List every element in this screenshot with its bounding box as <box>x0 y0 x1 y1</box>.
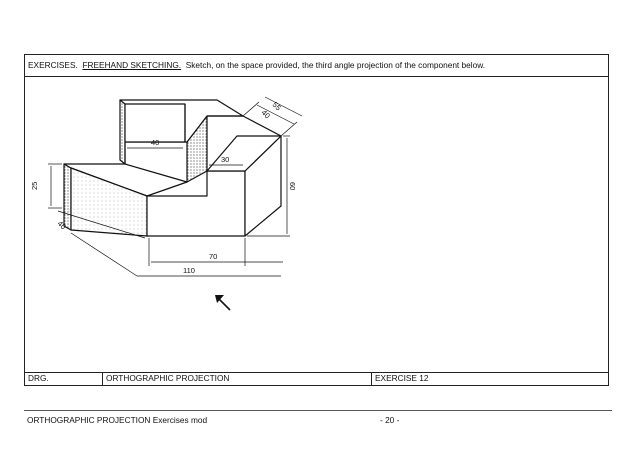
dimension-lines <box>48 96 303 277</box>
component-solid <box>63 99 282 237</box>
base-end-face <box>63 163 72 231</box>
dim-label-30: 30 <box>221 155 229 164</box>
drawing-title: ORTHOGRAPHIC PROJECTION <box>103 373 372 385</box>
dim-label-110: 110 <box>183 266 195 275</box>
dim-label-depth-40: 40 <box>260 108 272 120</box>
dim-label-60: 60 <box>288 182 297 190</box>
footer-title: ORTHOGRAPHIC PROJECTION Exercises mod <box>27 415 208 425</box>
view-direction-arrow-icon <box>215 295 231 311</box>
dim-label-55: 55 <box>271 100 283 112</box>
page-footer: ORTHOGRAPHIC PROJECTION Exercises mod - … <box>27 413 607 427</box>
instruction-row: EXERCISES. FREEHAND SKETCHING. Sketch, o… <box>25 55 608 77</box>
isometric-component-drawing: 40 30 60 40 55 25 40 70 110 <box>30 96 303 311</box>
instruction-prefix: EXERCISES. <box>28 60 78 70</box>
exercise-sheet: EXERCISES. FREEHAND SKETCHING. Sketch, o… <box>24 54 609 386</box>
dim-label-70: 70 <box>209 252 217 261</box>
exercise-number: EXERCISE 12 <box>375 373 429 383</box>
dim-label-slot-40: 40 <box>151 138 159 147</box>
base-top-face <box>63 163 188 197</box>
instruction-text: Sketch, on the space provided, the third… <box>185 60 486 70</box>
slot-wall-face <box>119 99 126 165</box>
drg-label: DRG. <box>25 373 103 385</box>
slot-opening <box>124 103 186 143</box>
page-number: - 20 - <box>380 415 400 425</box>
instruction-topic: FREEHAND SKETCHING. <box>82 60 182 70</box>
drawing-area: 40 30 60 40 55 25 40 70 110 <box>25 76 608 374</box>
title-block: DRG. ORTHOGRAPHIC PROJECTION EXERCISE 12 <box>25 372 608 385</box>
footer-divider <box>24 410 612 411</box>
dim-label-25: 25 <box>30 182 39 190</box>
